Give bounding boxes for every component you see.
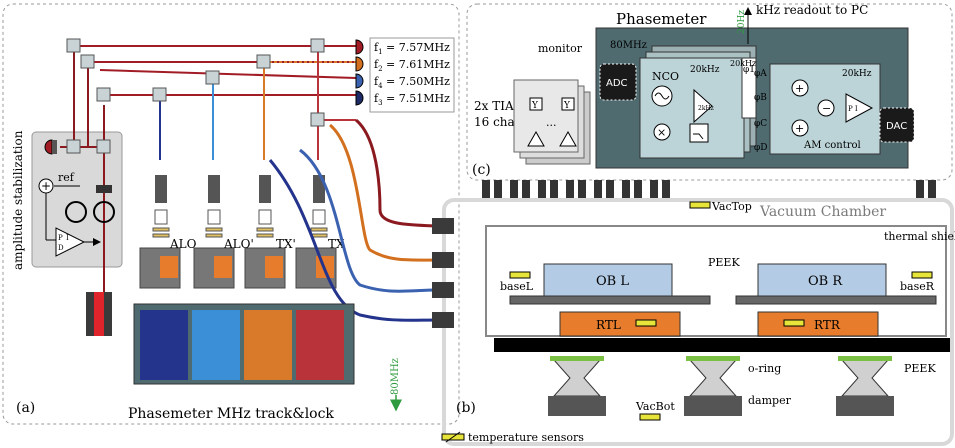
am-control-label: AM control xyxy=(803,140,861,151)
panel-a-border xyxy=(2,3,460,425)
svg-text:P: P xyxy=(58,234,63,242)
ref-label: ref xyxy=(58,171,75,184)
panel-c-border xyxy=(466,3,953,181)
damper-label: damper xyxy=(748,394,792,407)
fibers-to-chamber xyxy=(268,118,439,322)
ob-l xyxy=(543,263,673,297)
peek-right-label: PEEK xyxy=(904,362,936,375)
dampers xyxy=(548,356,894,416)
svg-text:f4 = 7.50MHz: f4 = 7.50MHz xyxy=(374,75,450,90)
readout-label: kHz readout to PC xyxy=(756,3,868,17)
thermal-shielding-label: thermal shielding xyxy=(884,230,955,243)
vacuum-chamber-title: Vacuum Chamber xyxy=(759,204,886,220)
svg-text:+: + xyxy=(795,122,804,135)
amplitude-stabilization-label: amplitude stabilization xyxy=(11,130,25,270)
svg-text:D: D xyxy=(58,244,64,252)
svg-text:...: ... xyxy=(546,116,557,129)
svg-text:2kHz: 2kHz xyxy=(698,105,714,112)
oring-label: o-ring xyxy=(748,362,781,375)
frequency-legend-box xyxy=(369,37,455,113)
svg-text:−: − xyxy=(822,102,831,115)
freq-row-1: f1 = 7.57MHz xyxy=(355,39,450,56)
svg-text:φ1: φ1 xyxy=(743,65,755,75)
vac-bot-label: VacBot xyxy=(635,400,675,413)
feedthroughs xyxy=(432,218,454,328)
photodiode xyxy=(44,139,53,155)
freq-row-2: f2 = 7.61MHz xyxy=(355,56,450,73)
baseplate xyxy=(494,338,950,352)
svg-text:f1 = 7.57MHz: f1 = 7.57MHz xyxy=(374,41,450,56)
panel-b-label: (b) xyxy=(456,400,476,416)
freq-row-4: f3 = 7.51MHz xyxy=(355,90,450,107)
phasemeter-title: Phasemeter xyxy=(616,10,707,28)
vac-top-label: VacTop xyxy=(711,200,752,213)
svg-text:TX': TX' xyxy=(276,237,296,251)
beam-splitters xyxy=(66,38,325,154)
mhz-clock-label: 80MHz xyxy=(390,358,401,395)
laser-source xyxy=(65,185,115,336)
freq-row-3: f4 = 7.50MHz xyxy=(355,73,450,90)
svg-text:OB L: OB L xyxy=(596,274,629,289)
svg-text:f2 = 7.61MHz: f2 = 7.61MHz xyxy=(374,58,450,73)
fiber-couplers xyxy=(152,175,328,238)
svg-text:ADC: ADC xyxy=(606,78,628,89)
svg-text:Y: Y xyxy=(531,101,539,111)
svg-text:φA: φA xyxy=(754,69,767,79)
dac-chip xyxy=(879,107,915,143)
svg-text:RTL: RTL xyxy=(596,318,621,332)
frequency-legend: f1 = 7.57MHz f2 = 7.61MHz f4 = 7.50MHz f… xyxy=(355,37,455,113)
svg-text:RTR: RTR xyxy=(814,318,841,332)
mhz-phasemeter-label: Phasemeter MHz track&lock xyxy=(128,406,334,422)
base-plate-r xyxy=(735,295,937,305)
svg-text:baseplate: baseplate xyxy=(502,338,561,352)
svg-text:P I: P I xyxy=(848,105,858,113)
connector-row xyxy=(482,180,936,202)
pi-controller: P I D xyxy=(55,227,86,257)
svg-text:×: × xyxy=(657,126,666,139)
svg-text:baseR: baseR xyxy=(900,280,935,293)
temperature-legend: temperature sensors xyxy=(441,431,584,444)
base-plate-l xyxy=(509,295,711,305)
monitor-label: monitor xyxy=(538,42,583,55)
svg-text:OB R: OB R xyxy=(808,274,843,289)
svg-text:DAC: DAC xyxy=(886,121,907,132)
readout-rate: 20Hz xyxy=(737,10,747,34)
tia-label: 2x TIA xyxy=(474,99,514,113)
svg-text:20kHz: 20kHz xyxy=(690,65,720,75)
panel-c: Phasemeter kHz readout to PC 20Hz 80MHz … xyxy=(466,3,953,202)
panel-a: amplitude stabilization + ref P I D xyxy=(2,3,460,425)
panel-b: Vacuum Chamber VacTop VacBot (b) thermal… xyxy=(432,198,955,446)
adc-chip xyxy=(599,63,637,101)
svg-text:+: + xyxy=(795,82,804,95)
svg-text:baseL: baseL xyxy=(500,280,534,293)
sum-plus: + xyxy=(41,179,51,193)
svg-text:I: I xyxy=(66,234,69,242)
svg-text:temperature sensors: temperature sensors xyxy=(468,431,584,444)
peek-top-label: PEEK xyxy=(708,256,740,269)
amplitude-stabilization-box xyxy=(31,131,123,268)
rtr-block xyxy=(757,311,879,337)
photoreceivers xyxy=(139,247,337,289)
panel-c-label: (c) xyxy=(472,162,491,178)
svg-text:ALO': ALO' xyxy=(223,237,254,251)
thermal-shield xyxy=(485,225,947,337)
panel-a-label: (a) xyxy=(16,400,35,416)
svg-text:φB: φB xyxy=(754,93,767,103)
rtl-block xyxy=(559,311,681,337)
svg-text:φD: φD xyxy=(754,143,768,153)
mhz-channels xyxy=(140,310,344,380)
svg-text:ALO: ALO xyxy=(169,237,197,251)
clock-label: 80MHz xyxy=(610,40,647,51)
svg-text:20kHz: 20kHz xyxy=(730,59,756,68)
nco-label: NCO xyxy=(652,70,679,83)
svg-text:Y: Y xyxy=(563,101,571,111)
svg-text:φC: φC xyxy=(754,119,767,129)
svg-text:20kHz: 20kHz xyxy=(842,69,872,79)
svg-text:f3 = 7.51MHz: f3 = 7.51MHz xyxy=(374,92,450,107)
chan-label: 16 chan xyxy=(474,115,523,129)
